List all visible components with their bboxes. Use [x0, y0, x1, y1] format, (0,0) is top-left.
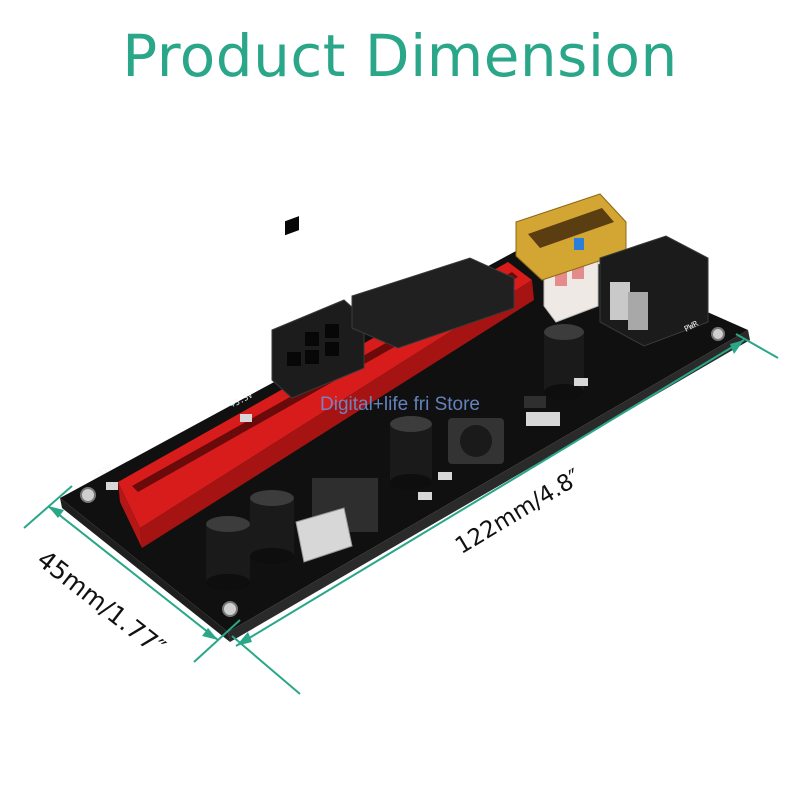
length-extension-left [231, 635, 301, 695]
length-arrow-end [730, 340, 744, 354]
six-pin-connector [271, 216, 365, 399]
length-dimension-line [235, 339, 745, 647]
width-extension-bottom [193, 619, 241, 663]
capacitor-2 [250, 490, 294, 564]
width-arrow-start [48, 506, 64, 518]
width-extension-top [23, 485, 73, 529]
capacitor-3 [390, 416, 432, 490]
inductor [448, 418, 504, 464]
watermark: Digital+life fri Store [320, 394, 480, 415]
molex-connector [599, 235, 709, 347]
width-dimension-line [47, 505, 219, 641]
page-title: Product Dimension [122, 22, 678, 90]
smd-components [106, 378, 588, 500]
width-arrow-end [202, 628, 218, 640]
capacitor-1 [206, 516, 250, 590]
voltage-regulator [295, 478, 378, 563]
length-extension-right [735, 333, 779, 359]
power-connector-block [351, 257, 515, 349]
usb-port [515, 193, 627, 281]
capacitor-4 [544, 324, 584, 400]
